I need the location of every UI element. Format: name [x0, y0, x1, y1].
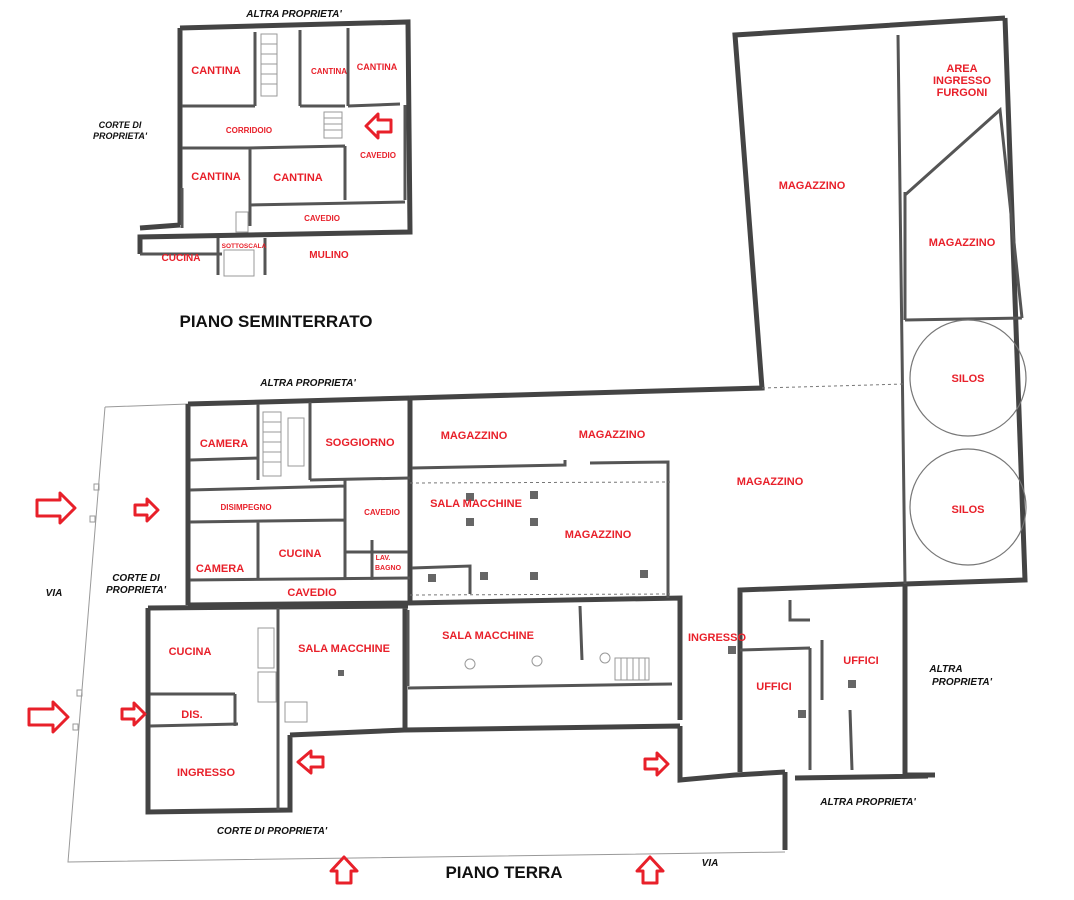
room-cantina: CANTINA: [191, 65, 241, 77]
ground-plan: CAMERA SOGGIORNO DISIMPEGNO CAVEDIO CAME…: [27, 15, 1028, 885]
note-corte-bottom: CORTE DI PROPRIETA': [217, 826, 328, 837]
arrow-icon: [27, 700, 70, 734]
room-sala-macchine: SALA MACCHINE: [430, 498, 522, 510]
arrow-icon: [133, 497, 160, 523]
residential-stair: [262, 411, 305, 477]
silo-circle: [909, 448, 1027, 566]
room-cavedio: CAVEDIO: [287, 587, 337, 599]
room-cucina: CUCINA: [169, 646, 212, 658]
room-cavedio: CAVEDIO: [360, 151, 396, 160]
room-sala-macchine: SALA MACCHINE: [298, 643, 390, 655]
room-mulino: MULINO: [309, 250, 349, 261]
dashed-lines: [409, 383, 906, 596]
note-altra-proprieta: ALTRA PROPRIETA': [259, 378, 356, 389]
room-bagno: BAGNO: [375, 565, 402, 572]
room-camera: CAMERA: [196, 563, 244, 575]
courtyard-boundary: [67, 403, 786, 863]
room-magazzino: MAGAZZINO: [779, 180, 846, 192]
arrow-icon: [329, 855, 359, 885]
note-corte-line1: CORTE DI: [112, 573, 160, 584]
room-soggiorno: SOGGIORNO: [325, 437, 395, 449]
lower-block-interior-walls: [149, 605, 673, 810]
residential-interior-walls: [189, 402, 411, 582]
lower-block-outer-wall: [145, 603, 786, 815]
arrow-icon: [35, 491, 77, 525]
room-cavedio: CAVEDIO: [364, 508, 400, 517]
room-sottoscala: SOTTOSCALA: [222, 243, 267, 250]
room-sala-macchine: SALA MACCHINE: [442, 630, 534, 642]
basement-interior-walls: [140, 28, 407, 275]
arrow-icon: [364, 112, 393, 140]
fence-markers: [72, 483, 100, 731]
room-uffici: UFFICI: [756, 681, 791, 693]
residential-outer-wall: [185, 395, 413, 608]
silo-circle: [909, 319, 1027, 437]
basement-outer-wall: [137, 19, 413, 254]
note-altra-right-line1: ALTRA: [928, 664, 962, 675]
room-dis: DIS.: [181, 709, 202, 721]
room-ingresso: INGRESSO: [688, 632, 747, 644]
note-corte-line2: PROPRIETA': [106, 585, 167, 596]
room-area-line3: FURGONI: [937, 87, 988, 99]
room-cucina: CUCINA: [279, 548, 322, 560]
room-magazzino: MAGAZZINO: [579, 429, 646, 441]
arrow-icon: [296, 749, 325, 775]
heading-piano-seminterrato: PIANO SEMINTERRATO: [180, 312, 373, 331]
room-camera: CAMERA: [200, 438, 248, 450]
note-altra-bottom: ALTRA PROPRIETA': [819, 797, 916, 808]
warehouse-interior-walls: [411, 34, 1024, 598]
room-ingresso: INGRESSO: [177, 767, 236, 779]
arrow-icon: [643, 751, 670, 777]
note-corte-line1: CORTE DI: [99, 120, 142, 130]
room-cantina: CANTINA: [273, 172, 323, 184]
basement-stair: [235, 33, 343, 233]
room-cucina: CUCINA: [162, 253, 201, 264]
room-cavedio: CAVEDIO: [304, 214, 340, 223]
room-silos: SILOS: [951, 504, 984, 516]
note-altra-proprieta: ALTRA PROPRIETA': [245, 9, 342, 20]
pillars: [338, 491, 856, 718]
note-via: VIA: [46, 588, 63, 599]
arrow-icon: [635, 855, 665, 885]
room-magazzino: MAGAZZINO: [737, 476, 804, 488]
room-corridoio: CORRIDOIO: [226, 126, 272, 135]
room-magazzino: MAGAZZINO: [929, 237, 996, 249]
lower-stairs: [257, 627, 650, 723]
room-uffici: UFFICI: [843, 655, 878, 667]
room-cantina: CANTINA: [191, 171, 241, 183]
note-corte-line2: PROPRIETA': [93, 131, 148, 141]
room-area-line2: INGRESSO: [933, 75, 992, 87]
room-disimpegno: DISIMPEGNO: [220, 503, 271, 512]
arrow-icon: [120, 701, 147, 727]
offices-interior-walls: [739, 600, 854, 771]
room-magazzino: MAGAZZINO: [565, 529, 632, 541]
basement-plan: CANTINA CANTINA CANTINA CORRIDOIO CAVEDI…: [93, 9, 413, 277]
warehouse-outer-wall: [407, 15, 1028, 720]
offices-outer-wall: [737, 584, 935, 850]
note-altra-right-line2: PROPRIETA': [932, 677, 993, 688]
basement-shaft: [223, 249, 255, 277]
note-via: VIA: [702, 858, 719, 869]
room-area-line1: AREA: [946, 63, 977, 75]
heading-piano-terra: PIANO TERRA: [445, 863, 562, 882]
room-cantina: CANTINA: [357, 62, 398, 72]
room-lav: LAV.: [376, 555, 391, 562]
room-silos: SILOS: [951, 373, 984, 385]
room-cantina: CANTINA: [311, 67, 347, 76]
machine-circles: [464, 652, 611, 670]
room-magazzino: MAGAZZINO: [441, 430, 508, 442]
